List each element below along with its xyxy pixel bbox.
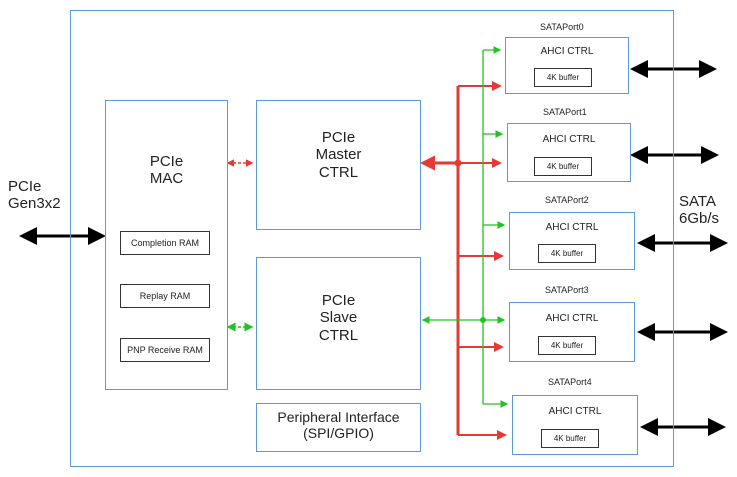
sata-port-0-block: AHCI CTRL 4K buffer (505, 37, 629, 94)
buffer-1: 4K buffer (534, 157, 592, 176)
sata-speed-label: SATA 6Gb/s (679, 193, 720, 228)
pcie-gen-label: PCIe Gen3x2 (8, 178, 61, 213)
control-bus-junction (480, 317, 486, 323)
buffer-3: 4K buffer (538, 336, 596, 355)
pcie-master-ctrl-block: PCIe Master CTRL (256, 100, 421, 230)
sata-port-4-label: SATAPort4 (548, 377, 592, 387)
replay-ram: Replay RAM (120, 284, 210, 308)
sata-port-2-block: AHCI CTRL 4K buffer (509, 212, 635, 270)
sata-port-4-block: AHCI CTRL 4K buffer (512, 395, 638, 455)
sata-port-1-block: AHCI CTRL 4K buffer (507, 123, 631, 182)
buffer-0: 4K buffer (534, 68, 592, 87)
ahci-ctrl-4-label: AHCI CTRL (548, 406, 602, 417)
ahci-ctrl-1-label: AHCI CTRL (542, 134, 596, 145)
ahci-ctrl-3-label: AHCI CTRL (545, 313, 599, 324)
pcie-mac-title: PCIe MAC (149, 153, 184, 188)
data-bus-junction (454, 159, 462, 167)
pcie-slave-ctrl-label: PCIe Slave CTRL (318, 292, 359, 344)
sata-port-3-label: SATAPort3 (545, 285, 589, 295)
peripheral-interface-block: Peripheral Interface (SPI/GPIO) (256, 403, 421, 452)
buffer-2: 4K buffer (538, 244, 596, 263)
chip-boundary (70, 10, 674, 467)
completion-ram: Completion RAM (120, 231, 210, 255)
sata-port-2-label: SATAPort2 (545, 195, 589, 205)
ahci-ctrl-2-label: AHCI CTRL (545, 222, 599, 233)
peripheral-interface-label: Peripheral Interface (SPI/GPIO) (277, 409, 400, 442)
control-bus (421, 46, 509, 408)
sata-port-3-block: AHCI CTRL 4K buffer (509, 302, 635, 362)
data-bus (420, 81, 507, 440)
sata-port-1-label: SATAPort1 (543, 107, 587, 117)
ahci-ctrl-0-label: AHCI CTRL (540, 46, 594, 57)
pcie-mac-block: PCIe MAC Completion RAM Replay RAM PNP R… (105, 100, 228, 390)
pcie-slave-ctrl-block: PCIe Slave CTRL (256, 257, 421, 390)
pcie-master-ctrl-label: PCIe Master CTRL (315, 129, 362, 181)
pnp-receive-ram: PNP Receive RAM (120, 338, 210, 362)
buffer-4: 4K buffer (541, 429, 599, 448)
sata-port-0-label: SATAPort0 (540, 22, 584, 32)
